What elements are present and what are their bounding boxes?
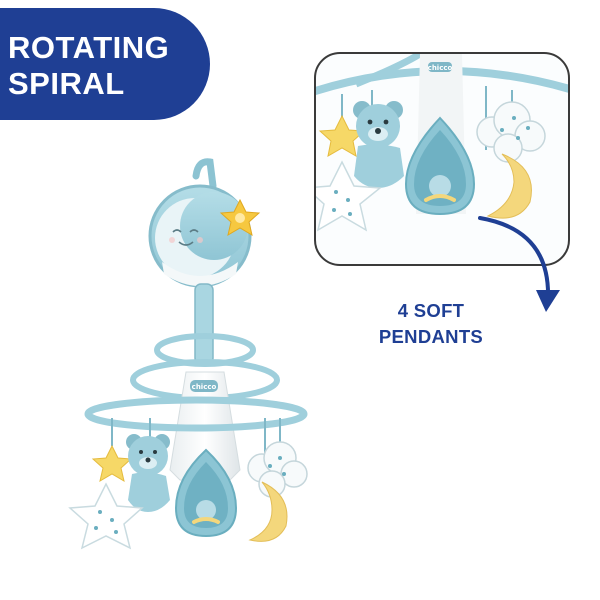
banner-line-2: SPIRAL bbox=[8, 66, 125, 101]
chicco-logo-inset: chicco bbox=[428, 64, 453, 72]
rotating-spiral-banner: ROTATING SPIRAL bbox=[0, 8, 210, 120]
curved-arrow-icon bbox=[478, 216, 560, 312]
callout-line-1: 4 SOFT bbox=[397, 300, 465, 321]
inset-closeup-image: chicco bbox=[316, 54, 568, 232]
four-soft-pendants-callout: 4 SOFT PENDANTS bbox=[356, 298, 506, 350]
banner-line-1: ROTATING bbox=[8, 30, 170, 65]
chicco-logo-small: chicco bbox=[192, 383, 217, 391]
inset-closeup-frame: chicco bbox=[314, 52, 570, 266]
callout-line-2: PENDANTS bbox=[378, 326, 484, 347]
